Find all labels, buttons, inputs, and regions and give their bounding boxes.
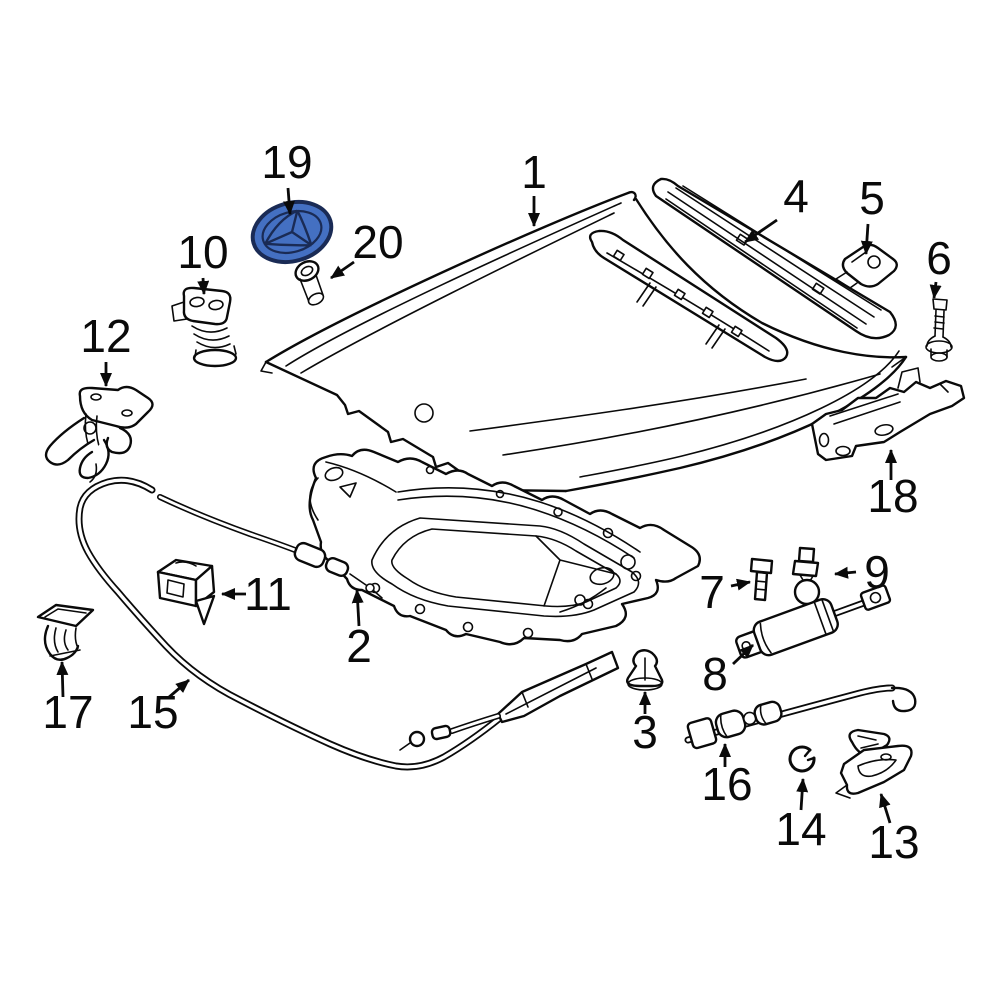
hood-latch-13 bbox=[835, 728, 913, 799]
rod-hook-end bbox=[890, 686, 917, 713]
latch-cable-16 bbox=[684, 684, 917, 750]
ball-stud-9 bbox=[791, 546, 821, 606]
callout-13: 13 bbox=[868, 816, 919, 868]
cable-handle-bracket bbox=[399, 650, 620, 751]
bumper-10 bbox=[171, 286, 238, 368]
callout-arrows bbox=[56, 187, 942, 824]
screw-20 bbox=[294, 260, 325, 306]
cable-clip-11 bbox=[156, 558, 216, 626]
callout-14: 14 bbox=[775, 803, 826, 855]
callout-17: 17 bbox=[42, 686, 93, 738]
retainer-clip-14 bbox=[788, 745, 816, 773]
emblem-19-highlighted bbox=[250, 200, 334, 264]
callout-10: 10 bbox=[177, 226, 228, 278]
callout-15: 15 bbox=[127, 686, 178, 738]
callout-11: 11 bbox=[244, 568, 292, 620]
callout-3: 3 bbox=[632, 706, 658, 758]
hinge-18 bbox=[810, 367, 966, 462]
callout-19: 19 bbox=[261, 136, 312, 188]
callout-16: 16 bbox=[701, 758, 752, 810]
grommet-3 bbox=[626, 649, 664, 691]
clip-5 bbox=[835, 243, 898, 289]
screw-6 bbox=[925, 298, 953, 362]
callout-2: 2 bbox=[346, 620, 372, 672]
callout-4: 4 bbox=[783, 170, 809, 222]
vent-grille bbox=[651, 177, 897, 340]
stud-bolt-7 bbox=[749, 557, 774, 602]
callout-18: 18 bbox=[867, 470, 918, 522]
release-handle-17 bbox=[36, 603, 95, 661]
insulation-pad-2 bbox=[308, 448, 701, 646]
cable-inner-wire-end bbox=[293, 541, 383, 599]
callout-12: 12 bbox=[80, 310, 131, 362]
callout-numbers: 1 2 3 4 5 6 7 8 9 10 11 12 13 14 15 16 1… bbox=[42, 136, 951, 868]
callout-9: 9 bbox=[864, 546, 890, 598]
callout-20: 20 bbox=[352, 216, 403, 268]
release-cable-15 bbox=[75, 476, 620, 771]
callout-1: 1 bbox=[521, 146, 547, 198]
safety-catch-12 bbox=[44, 385, 154, 483]
cowl-strip bbox=[588, 229, 789, 363]
callout-6: 6 bbox=[926, 232, 952, 284]
callout-8: 8 bbox=[702, 648, 728, 700]
callout-7: 7 bbox=[699, 566, 725, 618]
callout-5: 5 bbox=[859, 172, 885, 224]
